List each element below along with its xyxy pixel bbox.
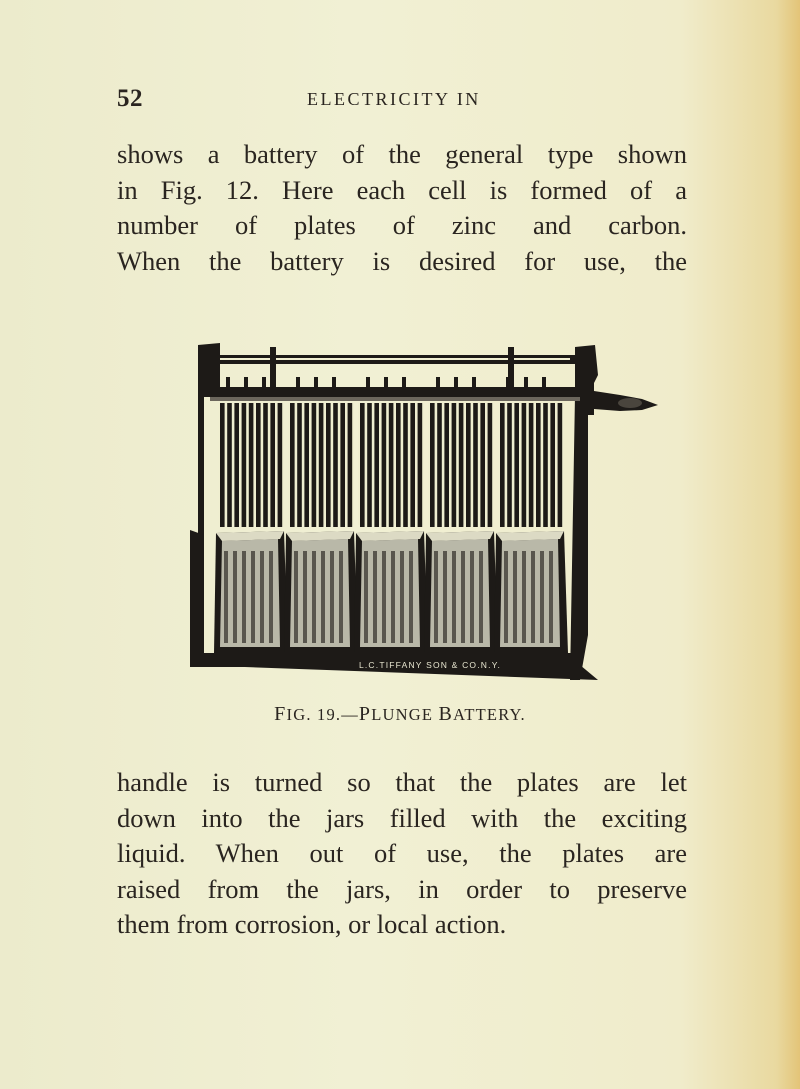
text-line: shows a battery of the general type show… (117, 139, 687, 169)
figure-caption: FIG. 19.—PLUNGE BATTERY. (274, 703, 526, 725)
text-line: When the battery is desired for use, the (117, 245, 687, 276)
battery-cell (494, 377, 568, 653)
battery-cells (214, 377, 568, 653)
plunge-battery-illustration: L.C.TIFFANY SON & CO.N.Y. (190, 343, 658, 680)
support-rod (270, 347, 276, 391)
battery-cell (284, 377, 358, 653)
page-number: 52 (117, 85, 143, 112)
battery-cell (214, 377, 288, 653)
battery-cell (424, 377, 498, 653)
plunge-battery-figure: L.C.TIFFANY SON & CO.N.Y. (190, 335, 665, 685)
text-line: down into the jars filled with the excit… (117, 802, 687, 833)
paragraph-1: shows a battery of the general type show… (117, 137, 687, 279)
battery-frame (190, 343, 598, 680)
text-line: number of plates of zinc and carbon. (117, 210, 687, 240)
crank-handle (582, 355, 658, 415)
text-line: handle is turned so that the plates are … (117, 767, 687, 797)
battery-cell (354, 377, 428, 653)
support-rod (508, 347, 514, 391)
engraver-mark: L.C.TIFFANY SON & CO.N.Y. (359, 660, 501, 670)
text-line: raised from the jars, in order to preser… (117, 873, 687, 904)
text-line: in Fig. 12. Here each cell is formed of … (117, 174, 687, 205)
running-title: ELECTRICITY IN (307, 89, 481, 109)
text-line: liquid. When out of use, the plates are (117, 838, 687, 868)
running-head: 52 ELECTRICITY IN (117, 85, 537, 115)
text-line: them from corrosion, or local action. (117, 909, 507, 939)
paragraph-2: handle is turned so that the plates are … (117, 765, 687, 943)
